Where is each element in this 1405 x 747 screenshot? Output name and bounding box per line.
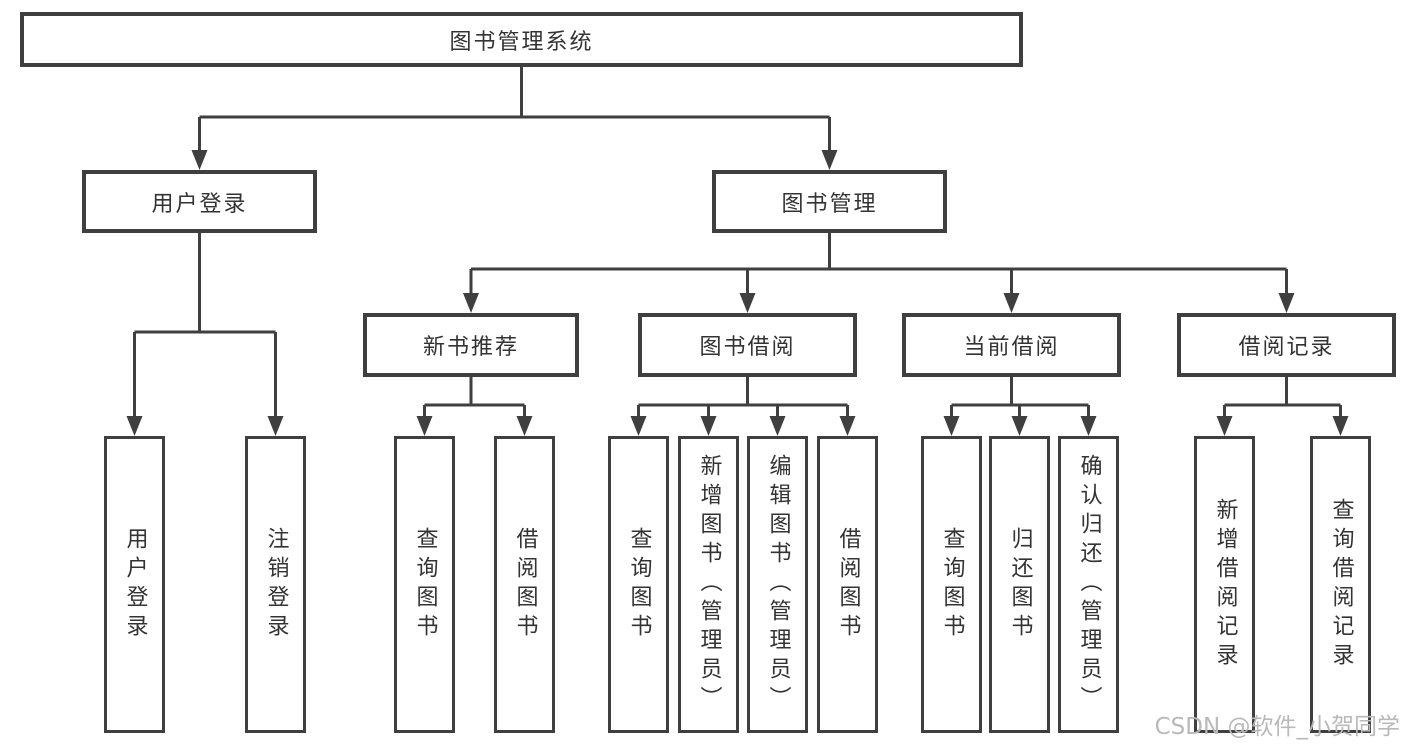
arrowhead-icon bbox=[630, 416, 647, 436]
arrowhead-icon bbox=[1216, 416, 1233, 436]
node-label: 新书推荐 bbox=[422, 335, 519, 360]
arrowhead-icon bbox=[1011, 416, 1028, 436]
arrowhead-icon bbox=[1003, 293, 1020, 313]
arrowhead-icon bbox=[1332, 416, 1349, 436]
arrowhead-icon bbox=[821, 150, 838, 170]
node-leaf-query-books-borrow: 查询图书 bbox=[608, 436, 669, 733]
node-label: 查询借阅记录 bbox=[1328, 497, 1354, 672]
arrowheads bbox=[126, 150, 1349, 436]
arrowhead-icon bbox=[943, 416, 960, 436]
node-leaf-query-borrow-record: 查询借阅记录 bbox=[1310, 436, 1371, 733]
node-leaf-borrow-books: 借阅图书 bbox=[817, 436, 878, 733]
node-current-borrowing: 当前借阅 bbox=[902, 313, 1121, 377]
node-label: 借阅图书 bbox=[512, 526, 538, 643]
node-new-book-recommendation: 新书推荐 bbox=[363, 313, 579, 377]
arrowhead-icon bbox=[463, 293, 479, 313]
arrowhead-icon bbox=[1080, 416, 1097, 436]
arrowhead-icon bbox=[191, 150, 208, 170]
node-leaf-return-books: 归还图书 bbox=[989, 436, 1050, 733]
node-label: 查询图书 bbox=[939, 526, 965, 643]
arrowhead-icon bbox=[416, 416, 433, 436]
arrowhead-icon bbox=[267, 416, 284, 436]
node-label: 确认归还（管理员） bbox=[1076, 454, 1102, 715]
node-library-system: 图书管理系统 bbox=[20, 12, 1023, 67]
node-leaf-add-books-admin: 新增图书（管理员） bbox=[678, 436, 739, 733]
arrowhead-icon bbox=[739, 293, 756, 313]
node-user-login: 用户登录 bbox=[82, 170, 317, 233]
arrowhead-icon bbox=[700, 416, 717, 436]
node-leaf-query-books-rec: 查询图书 bbox=[394, 436, 455, 733]
node-borrowing-records: 借阅记录 bbox=[1177, 313, 1396, 377]
node-leaf-borrow-books-rec: 借阅图书 bbox=[494, 436, 555, 733]
node-leaf-user-login: 用户登录 bbox=[104, 436, 165, 733]
node-label: 图书管理系统 bbox=[449, 29, 594, 55]
node-label: 编辑图书（管理员） bbox=[765, 454, 791, 715]
node-label: 注销登录 bbox=[263, 526, 289, 643]
node-label: 归还图书 bbox=[1007, 526, 1033, 643]
node-label: 查询图书 bbox=[626, 526, 652, 643]
node-label: 新增借阅记录 bbox=[1212, 497, 1238, 672]
connector-path bbox=[133, 67, 1342, 418]
arrowhead-icon bbox=[126, 416, 143, 436]
watermark: CSDN @软件_小贺同学 bbox=[1154, 714, 1400, 740]
node-label: 图书管理 bbox=[781, 191, 878, 217]
node-label: 当前借阅 bbox=[963, 335, 1060, 360]
arrowhead-icon bbox=[1278, 293, 1295, 313]
node-book-management: 图书管理 bbox=[712, 170, 947, 233]
node-label: 图书借阅 bbox=[699, 335, 796, 360]
node-leaf-edit-books-admin: 编辑图书（管理员） bbox=[747, 436, 808, 733]
node-label: 借阅图书 bbox=[835, 526, 861, 643]
arrowhead-icon bbox=[516, 416, 533, 436]
node-label: 借阅记录 bbox=[1238, 335, 1335, 360]
node-book-borrowing: 图书借阅 bbox=[638, 313, 857, 377]
node-label: 用户登录 bbox=[122, 526, 148, 643]
node-leaf-query-books-current: 查询图书 bbox=[921, 436, 982, 733]
node-label: 用户登录 bbox=[151, 191, 248, 217]
arrowhead-icon bbox=[839, 416, 856, 436]
node-label: 新增图书（管理员） bbox=[696, 454, 722, 715]
node-leaf-logout: 注销登录 bbox=[245, 436, 306, 733]
arrowhead-icon bbox=[769, 416, 786, 436]
node-leaf-confirm-return-admin: 确认归还（管理员） bbox=[1058, 436, 1119, 733]
node-leaf-add-borrow-record: 新增借阅记录 bbox=[1194, 436, 1255, 733]
node-label: 查询图书 bbox=[412, 526, 438, 643]
